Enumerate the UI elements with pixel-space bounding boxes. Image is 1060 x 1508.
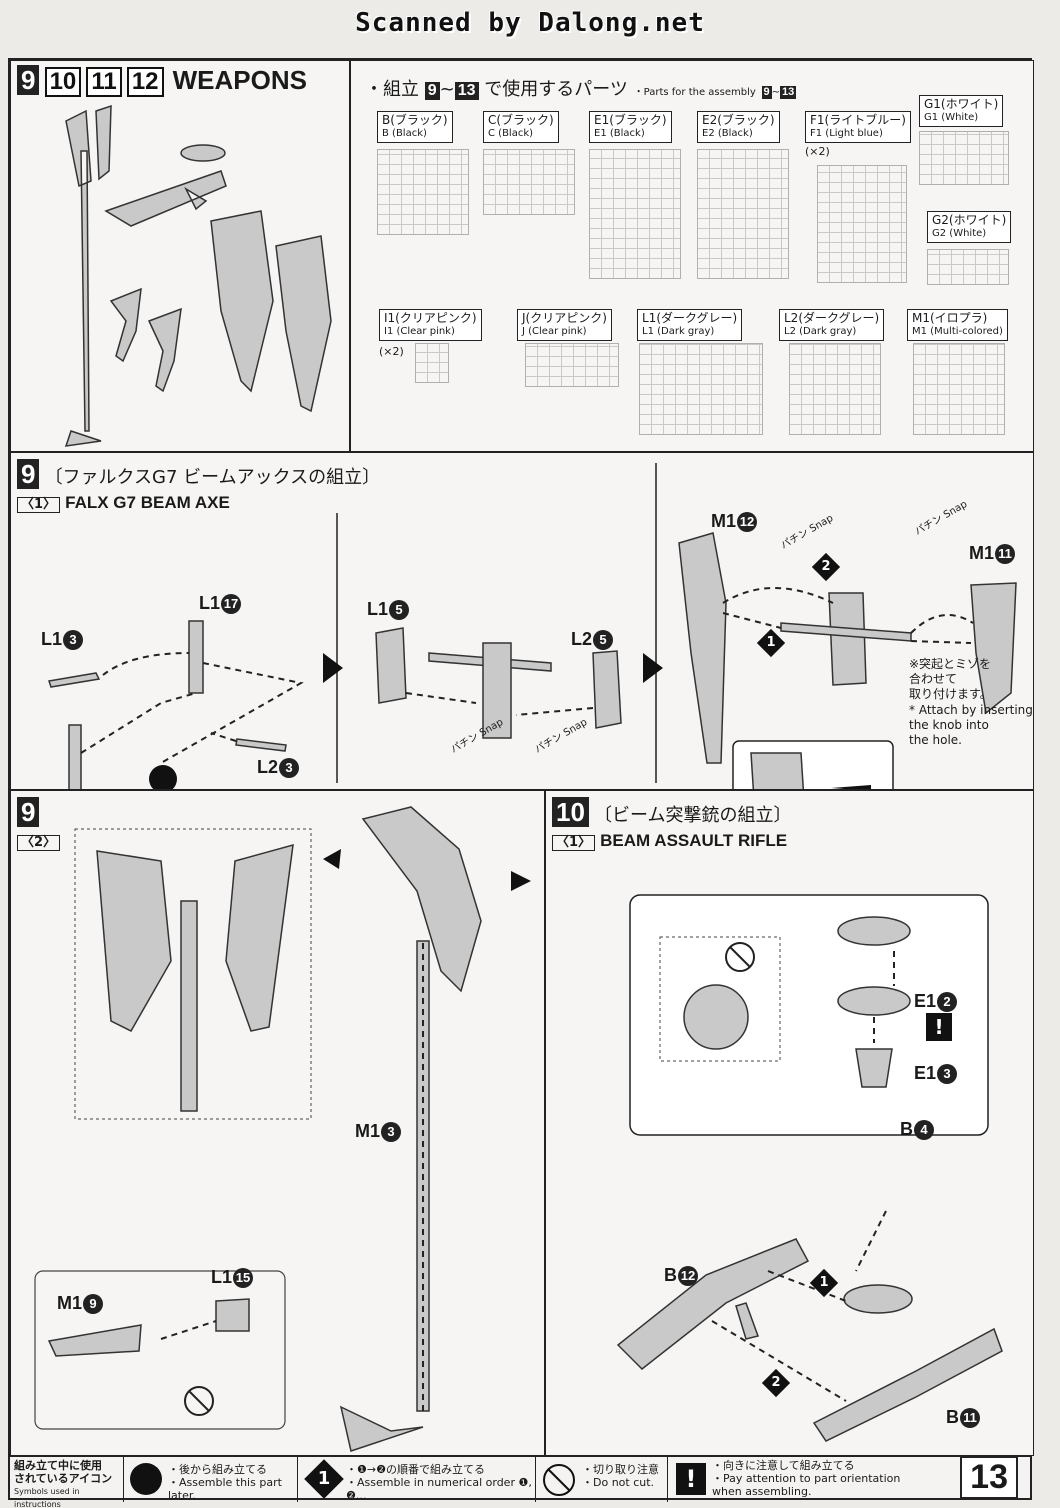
icon-legend: 組み立て中に使用 されているアイコン Symbols used in instr… bbox=[8, 1455, 1032, 1508]
instruction-page: 9 10 11 12 WEAPONS ・組立 9~13 で使用するパーツ ・Pa… bbox=[8, 58, 1034, 1500]
legend-item-order: ・❶→❷の順番で組み立てる・Assemble in numerical orde… bbox=[346, 1457, 536, 1502]
parts-panel: ・組立 9~13 で使用するパーツ ・Parts for the assembl… bbox=[350, 60, 1034, 452]
runner-C bbox=[483, 149, 575, 215]
step-9-1-diagram bbox=[48, 463, 1017, 789]
legend-item-later: ・後から組み立てる・Assemble this part later. bbox=[168, 1457, 298, 1502]
runner-E2 bbox=[697, 149, 789, 279]
step-9-1-title-jp: 〔ファルクスG7 ビームアックスの組立〕 bbox=[44, 467, 381, 488]
orientation-warning-icon: ! bbox=[676, 1463, 706, 1495]
step-9-2-header: 9 bbox=[17, 797, 40, 827]
shield-left-drawing bbox=[210, 210, 274, 393]
legend-title: 組み立て中に使用 されているアイコン Symbols used in instr… bbox=[14, 1457, 124, 1508]
runner-label-E1: E1(ブラック)E1 (Black) bbox=[589, 111, 672, 143]
parts-subtitle: ・Parts for the assembly bbox=[633, 87, 756, 98]
legend-item-nocut: ・切り取り注意・Do not cut. bbox=[582, 1457, 668, 1502]
step-badge-9: 9 bbox=[17, 65, 40, 95]
step-9-2-subheader: 〈2〉 bbox=[17, 831, 61, 851]
step-10-1-panel: 10 〔ビーム突撃銃の組立〕 〈1〉 BEAM ASSAULT RIFLE bbox=[545, 790, 1034, 1456]
hand-left-drawing bbox=[109, 287, 142, 363]
runner-label-B: B(ブラック)B (Black) bbox=[377, 111, 453, 143]
step-9-1-subheader: 〈1〉 FALX G7 BEAM AXE bbox=[17, 493, 230, 513]
step-9-1-title-en: FALX G7 BEAM AXE bbox=[65, 493, 230, 512]
runner-F1-multiplier: (×2) bbox=[805, 145, 830, 158]
step-10-1-header: 10 〔ビーム突撃銃の組立〕 bbox=[552, 797, 791, 827]
step-9-1-header: 9 〔ファルクスG7 ビームアックスの組立〕 bbox=[17, 459, 380, 489]
runner-label-J: J(クリアピンク)J (Clear pink) bbox=[517, 309, 612, 341]
attach-note-en: * Attach by inserting the knob into the … bbox=[909, 703, 1033, 747]
hand-right-drawing bbox=[147, 307, 182, 393]
step-badge-11: 11 bbox=[86, 67, 122, 97]
order-marker-2-number: 2 bbox=[771, 1375, 781, 1390]
order-marker-2-number: 2 bbox=[821, 559, 831, 574]
rifle-drawing bbox=[104, 144, 227, 227]
runner-label-M1: M1(イロプラ)M1 (Multi-colored) bbox=[907, 309, 1008, 341]
order-marker-1-number: 1 bbox=[819, 1275, 829, 1290]
runner-label-F1: F1(ライトブルー)F1 (Light blue) bbox=[805, 111, 911, 143]
runner-label-L2: L2(ダークグレー)L2 (Dark gray) bbox=[779, 309, 885, 341]
page-number: 13 bbox=[960, 1456, 1018, 1499]
runner-F1 bbox=[817, 165, 907, 283]
attach-note-jp: ※突起とミゾを 合わせて 取り付けます。 bbox=[909, 657, 992, 701]
runner-label-I1: I1(クリアピンク)I1 (Clear pink) bbox=[379, 309, 482, 341]
beam-axe-drawing bbox=[64, 104, 112, 447]
runner-G2 bbox=[927, 249, 1009, 285]
runner-L2 bbox=[789, 343, 881, 435]
parts-title: ・組立 9~13 で使用するパーツ ・Parts for the assembl… bbox=[365, 79, 797, 100]
weapons-title: WEAPONS bbox=[172, 65, 307, 95]
step-badge-12: 12 bbox=[126, 67, 164, 97]
runner-M1 bbox=[913, 343, 1005, 435]
runner-label-L1: L1(ダークグレー)L1 (Dark gray) bbox=[637, 309, 743, 341]
step-9-1-panel: 9 〔ファルクスG7 ビームアックスの組立〕 〈1〉 FALX G7 BEAM … bbox=[10, 452, 1034, 790]
weapons-illustration bbox=[64, 104, 332, 447]
legend-item-orientation: ・向きに注意して組み立てる・Pay attention to part orie… bbox=[712, 1459, 901, 1498]
runner-I1-multiplier: (×2) bbox=[379, 345, 404, 358]
assemble-later-icon bbox=[130, 1463, 162, 1495]
step-9-2-diagram bbox=[34, 806, 531, 1452]
runner-L1 bbox=[639, 343, 763, 435]
numerical-order-icon-number: 1 bbox=[317, 1468, 331, 1489]
runner-label-G1: G1(ホワイト)G1 (White) bbox=[919, 95, 1004, 127]
step-badge-10: 10 bbox=[44, 67, 82, 97]
runner-label-E2: E2(ブラック)E2 (Black) bbox=[697, 111, 780, 143]
order-marker-1-number: 1 bbox=[766, 635, 776, 650]
step-10-1-diagram bbox=[616, 894, 1003, 1442]
step-10-1-subheader: 〈1〉 BEAM ASSAULT RIFLE bbox=[552, 831, 787, 851]
runner-label-G2: G2(ホワイト)G2 (White) bbox=[927, 211, 1012, 243]
runner-E1 bbox=[589, 149, 681, 279]
weapons-overview-panel: 9 10 11 12 WEAPONS bbox=[10, 60, 350, 452]
step-10-1-title-en: BEAM ASSAULT RIFLE bbox=[600, 831, 788, 850]
runner-label-C: C(ブラック)C (Black) bbox=[483, 111, 559, 143]
runner-B bbox=[377, 149, 469, 235]
do-not-cut-icon bbox=[543, 1464, 575, 1496]
runner-G1 bbox=[919, 131, 1009, 185]
scan-watermark-banner: Scanned by Dalong.net bbox=[355, 8, 705, 38]
runner-I1 bbox=[415, 343, 449, 383]
weapons-header: 9 10 11 12 WEAPONS bbox=[17, 65, 307, 97]
orientation-warning-icon: ! bbox=[926, 1013, 952, 1041]
runner-J bbox=[525, 343, 619, 387]
step-10-1-title-jp: 〔ビーム突撃銃の組立〕 bbox=[594, 805, 792, 826]
shield-right-drawing bbox=[275, 235, 332, 413]
